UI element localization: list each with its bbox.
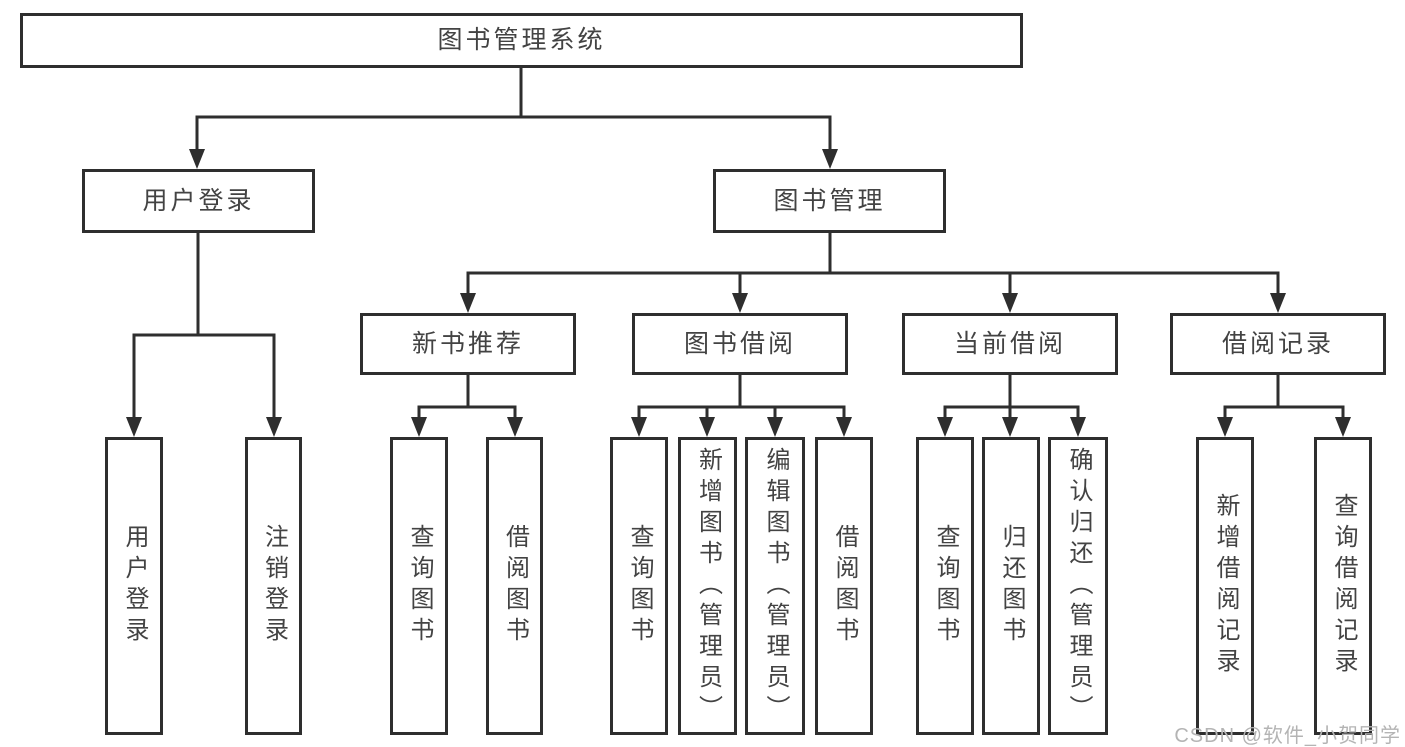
leaf-bor-query-books: 查询图书 <box>610 437 668 735</box>
node-root-label: 图书管理系统 <box>437 26 606 54</box>
leaf-user-login: 用户登录 <box>105 437 163 735</box>
leaf-rcd-add-record: 新增借阅记录 <box>1196 437 1254 735</box>
node-current-borrowing: 当前借阅 <box>902 313 1118 375</box>
leaf-cur-return-books: 归还图书 <box>982 437 1040 735</box>
node-current-borrowing-label: 当前借阅 <box>953 329 1066 358</box>
node-new-book-recommend: 新书推荐 <box>360 313 576 375</box>
node-new-book-recommend-label: 新书推荐 <box>411 329 524 358</box>
leaf-bor-edit-books: 编辑图书（管理员） <box>745 437 805 735</box>
node-root: 图书管理系统 <box>20 13 1023 68</box>
leaf-cur-query-books: 查询图书 <box>916 437 974 735</box>
node-book-borrowing-label: 图书借阅 <box>683 329 796 358</box>
leaf-rec-query-books: 查询图书 <box>390 437 448 735</box>
node-book-management-label: 图书管理 <box>773 186 886 215</box>
node-user-login: 用户登录 <box>82 169 315 233</box>
leaf-bor-edit-books-label: 编辑图书（管理员） <box>762 446 789 726</box>
leaf-bor-query-books-label: 查询图书 <box>626 524 653 648</box>
leaf-cur-return-books-label: 归还图书 <box>998 524 1025 648</box>
leaf-rec-query-books-label: 查询图书 <box>406 524 433 648</box>
leaf-bor-add-books-label: 新增图书（管理员） <box>694 446 722 726</box>
leaf-cur-query-books-label: 查询图书 <box>932 524 959 648</box>
leaf-bor-borrow-books: 借阅图书 <box>815 437 873 735</box>
leaf-rcd-query-record: 查询借阅记录 <box>1314 437 1372 735</box>
node-borrowing-records-label: 借阅记录 <box>1221 329 1334 358</box>
leaf-rec-borrow-books: 借阅图书 <box>486 437 543 735</box>
leaf-cur-confirm-return: 确认归还（管理员） <box>1048 437 1108 735</box>
leaf-user-login-label: 用户登录 <box>121 524 148 648</box>
leaf-cur-confirm-return-label: 确认归还（管理员） <box>1065 446 1092 726</box>
watermark: CSDN @软件_小贺同学 <box>1174 725 1401 747</box>
node-book-management: 图书管理 <box>713 169 946 233</box>
node-user-login-label: 用户登录 <box>142 186 255 215</box>
leaf-rcd-add-record-label: 新增借阅记录 <box>1212 493 1239 679</box>
leaf-rec-borrow-books-label: 借阅图书 <box>501 524 529 648</box>
leaf-bor-add-books: 新增图书（管理员） <box>678 437 737 735</box>
leaf-logout: 注销登录 <box>245 437 302 735</box>
node-borrowing-records: 借阅记录 <box>1170 313 1386 375</box>
leaf-rcd-query-record-label: 查询借阅记录 <box>1330 493 1357 679</box>
leaf-logout-label: 注销登录 <box>260 524 288 648</box>
node-book-borrowing: 图书借阅 <box>632 313 848 375</box>
leaf-bor-borrow-books-label: 借阅图书 <box>831 524 858 648</box>
